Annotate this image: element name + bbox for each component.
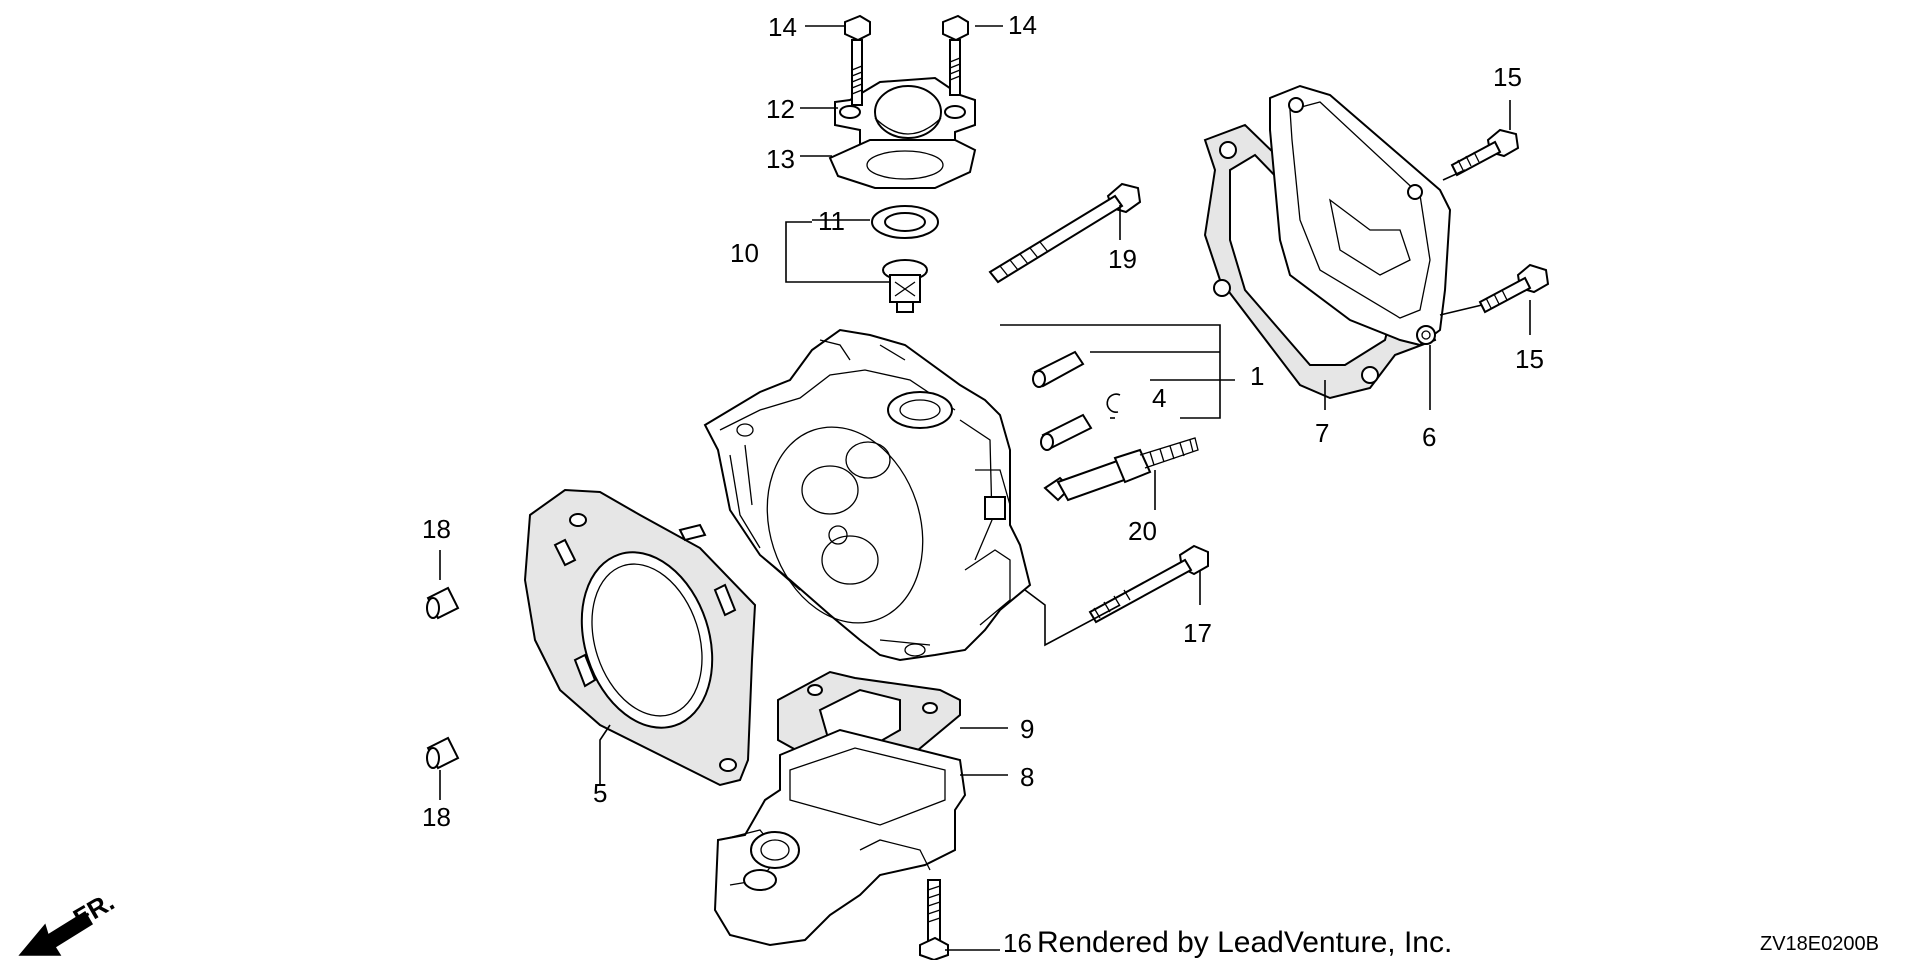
thermostat-seal[interactable] [871, 205, 939, 239]
leader-lines [439, 25, 1531, 951]
dowel-pin-lower[interactable] [426, 736, 460, 770]
spark-plug[interactable] [1043, 437, 1199, 502]
front-arrow-icon [18, 910, 94, 956]
callout-17: 17 [1183, 618, 1212, 648]
long-bolt-lower[interactable] [1088, 544, 1209, 624]
callout-12: 12 [766, 94, 795, 124]
callout-6: 6 [1422, 422, 1436, 452]
callout-13: 13 [766, 144, 795, 174]
cover-bolt-upper[interactable] [1450, 128, 1520, 177]
render-credit: Rendered by LeadVenture, Inc. [1037, 926, 1452, 959]
callout-10: 10 [730, 238, 759, 268]
head-gasket[interactable] [523, 488, 757, 787]
callout-18-top: 18 [422, 514, 451, 544]
long-bolt-upper[interactable] [988, 182, 1142, 284]
thermostat[interactable] [882, 259, 928, 313]
callout-5: 5 [593, 778, 607, 808]
callout-14-right: 14 [1008, 10, 1037, 40]
callout-20: 20 [1128, 516, 1157, 546]
bolt-right[interactable] [942, 14, 969, 96]
cover-bolt-lower[interactable] [1478, 263, 1550, 314]
valve-guide-lower[interactable] [1040, 413, 1093, 451]
callout-15-bottom: 15 [1515, 344, 1544, 374]
cylinder-head[interactable] [703, 328, 1032, 662]
callout-4: 4 [1152, 383, 1166, 413]
callout-1: 1 [1250, 361, 1264, 391]
cover-gasket[interactable] [828, 139, 977, 189]
callout-8: 8 [1020, 762, 1034, 792]
callout-11: 11 [818, 206, 845, 236]
callout-19: 19 [1108, 244, 1137, 274]
dowel-pin-upper[interactable] [426, 586, 460, 620]
callout-9: 9 [1020, 714, 1034, 744]
valve-cover[interactable] [1269, 84, 1452, 347]
callout-14-left: 14 [768, 12, 797, 42]
bolt-left[interactable] [844, 14, 871, 106]
callout-7: 7 [1315, 418, 1329, 448]
diagram-code: ZV18E0200B [1760, 933, 1879, 955]
inlet-manifold[interactable] [713, 728, 967, 947]
clip[interactable] [1106, 393, 1121, 413]
manifold-bolt[interactable] [919, 879, 949, 960]
callout-15-top: 15 [1493, 62, 1522, 92]
callout-18-bottom: 18 [422, 802, 451, 832]
valve-guide-upper[interactable] [1032, 350, 1085, 388]
callout-16: 16 [1003, 928, 1032, 958]
